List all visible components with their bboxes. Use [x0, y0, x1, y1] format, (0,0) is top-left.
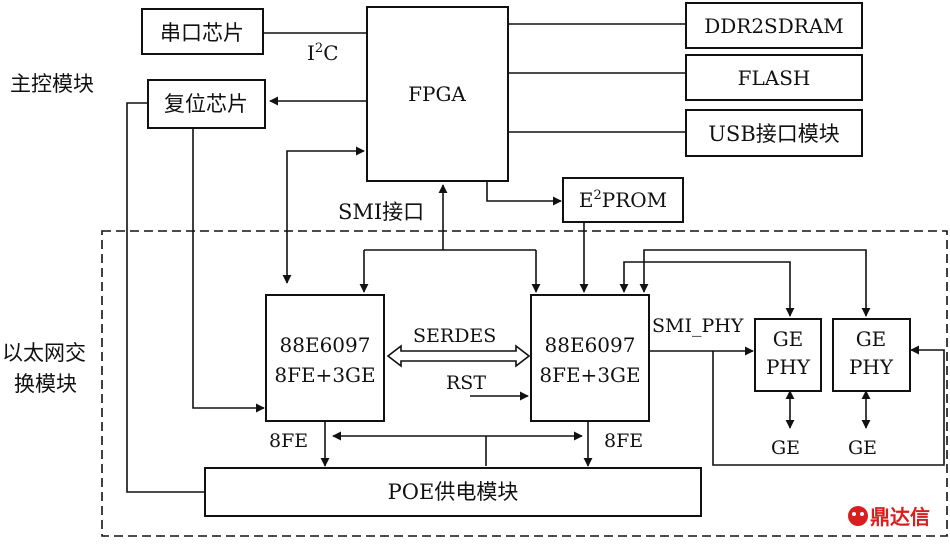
ge-phy1-label-line2: PHY	[766, 355, 811, 379]
reset-chip-label: 复位芯片	[164, 92, 248, 116]
switch-left-box	[265, 294, 385, 422]
fpga-left-switch-link	[282, 146, 365, 284]
rst-label: RST	[446, 372, 486, 394]
poe-label: POE供电模块	[388, 480, 519, 504]
fpga-box	[366, 6, 509, 182]
switch-left-label-line1: 88E6097	[280, 333, 371, 357]
eeprom-label: E2PROM	[579, 188, 667, 212]
fe-right-label: 8FE	[604, 430, 643, 452]
switch-phy2-top-link	[639, 249, 871, 317]
i2c-label: I2C	[307, 41, 339, 65]
usb-box	[685, 109, 863, 157]
serdes-double-arrow	[386, 344, 531, 368]
switch-right-label-line1: 88E6097	[545, 333, 636, 357]
poe-box	[204, 467, 702, 517]
reset-left-switch-link	[192, 128, 265, 413]
serdes-label: SERDES	[413, 325, 496, 347]
ddr2-label: DDR2SDRAM	[704, 14, 844, 38]
flash-box	[685, 54, 863, 101]
main-control-module-label: 主控模块	[10, 72, 94, 96]
usb-label: USB接口模块	[708, 122, 840, 146]
ge-phy2-label-line1: GE	[856, 327, 887, 351]
ge-phy2-label-line2: PHY	[849, 355, 894, 379]
reset-chip-box	[147, 79, 266, 129]
ge-phy1-box	[754, 318, 822, 392]
watermark-text: 鼎达信	[870, 505, 930, 529]
switch-right-box	[530, 294, 650, 422]
fpga-label: FPGA	[408, 82, 466, 106]
ethernet-switch-region	[101, 230, 948, 537]
ge1-port-label: GE	[771, 437, 800, 459]
ge2-port-label: GE	[848, 437, 877, 459]
fpga-eeprom-link	[486, 182, 562, 206]
watermark-logo: 鼎达信	[848, 505, 930, 529]
ddr2-box	[685, 2, 863, 49]
ge-phy1-label-line1: GE	[773, 327, 804, 351]
serial-chip-label: 串口芯片	[160, 21, 244, 45]
ethernet-switch-label-line1: 以太网交	[2, 341, 86, 365]
ethernet-switch-label-line2: 换模块	[14, 372, 77, 396]
switch-right-label-line2: 8FE+3GE	[539, 363, 640, 387]
flash-label: FLASH	[738, 66, 811, 90]
smi-phy-label: SMI_PHY	[652, 315, 744, 337]
switch-left-label-line2: 8FE+3GE	[274, 363, 375, 387]
watermark-badge-icon	[848, 506, 868, 526]
ge-phy2-box	[832, 318, 911, 392]
eeprom-box	[562, 177, 684, 223]
fe-left-label: 8FE	[269, 430, 308, 452]
phy2-return-link	[712, 345, 945, 466]
smi-interface-label: SMI接口	[338, 200, 424, 224]
control-poe-link	[126, 102, 205, 493]
serial-chip-box	[141, 8, 264, 55]
